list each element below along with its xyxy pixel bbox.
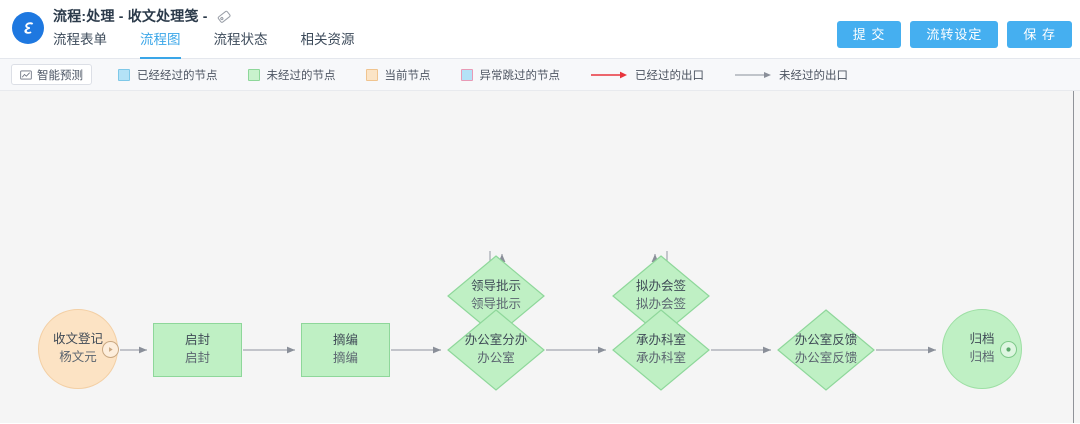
legend-label-not-passed-exit: 未经过的出口 (779, 69, 848, 82)
smart-prediction-label: 智能预测 (37, 69, 83, 82)
flow-node-shouwendengji[interactable]: 收文登记 杨文元 (38, 309, 118, 389)
tab-process-status[interactable]: 流程状态 (213, 32, 268, 47)
header-actions: 提 交 流转设定 保 存 (836, 21, 1072, 48)
node-subtitle: 杨文元 (59, 350, 97, 364)
legend-label-passed: 已经经过的节点 (137, 69, 218, 82)
app-header: 流程:处理 - 收文处理笺 - 流程表单 流程图 流程状态 相关资源 提 交 流… (0, 0, 1080, 59)
tag-icon[interactable] (217, 8, 233, 24)
submit-button[interactable]: 提 交 (836, 21, 902, 48)
flow-node-bangongshifenban[interactable]: 办公室分办 办公室 (447, 309, 545, 391)
node-subtitle: 启封 (184, 351, 210, 365)
legend-item-skipped-node: 异常跳过的节点 (460, 67, 561, 83)
legend-swatch-current (365, 68, 378, 81)
flow-node-bangongshifankui[interactable]: 办公室反馈 办公室反馈 (777, 309, 875, 391)
routing-settings-button[interactable]: 流转设定 (910, 21, 999, 48)
legend-label-skipped: 异常跳过的节点 (479, 69, 561, 82)
node-title: 摘编 (332, 333, 358, 347)
diamond-shape (447, 309, 545, 391)
node-end-target-icon[interactable] (1000, 341, 1017, 358)
flow-node-qifeng[interactable]: 启封 启封 (153, 323, 242, 377)
legend-label-current: 当前节点 (384, 69, 431, 82)
diamond-shape (612, 309, 710, 391)
legend-swatch-not-passed (247, 68, 260, 81)
node-start-play-icon[interactable] (102, 341, 119, 358)
tab-related-resources[interactable]: 相关资源 (300, 32, 355, 47)
legend-label-not-passed: 未经过的节点 (266, 69, 336, 82)
node-title: 归档 (969, 332, 995, 346)
legend-item-passed-exit: 已经过的出口 (590, 67, 704, 83)
tab-bar: 流程表单 流程图 流程状态 相关资源 (53, 27, 388, 59)
diamond-shape (777, 309, 875, 391)
legend-item-current-node: 当前节点 (365, 67, 431, 83)
legend-label-passed-exit: 已经过的出口 (635, 69, 704, 82)
legend-bar: 智能预测 已经经过的节点 未经过的节点 当前节点 异常跳过的节点 (0, 59, 1080, 91)
page-title-row: 流程:处理 - 收文处理笺 - (53, 6, 233, 26)
legend-item-not-passed-exit: 未经过的出口 (734, 67, 848, 83)
diagram-canvas[interactable]: 收文登记 杨文元 启封 启封 摘编 摘编 领导批示 领导批示 (0, 91, 1080, 423)
legend-arrow-passed (590, 70, 628, 80)
node-subtitle: 归档 (969, 350, 995, 364)
legend-arrow-not-passed (734, 70, 772, 80)
flow-node-guidang[interactable]: 归档 归档 (942, 309, 1022, 389)
legend-item-passed-node: 已经经过的节点 (118, 67, 218, 83)
prediction-chart-icon (20, 69, 32, 81)
node-subtitle: 摘编 (332, 351, 358, 365)
flow-node-chengbankeshi[interactable]: 承办科室 承办科室 (612, 309, 710, 391)
diagram-canvas-inner[interactable]: 收文登记 杨文元 启封 启封 摘编 摘编 领导批示 领导批示 (0, 91, 1074, 423)
save-button[interactable]: 保 存 (1007, 21, 1072, 48)
tab-process-diagram[interactable]: 流程图 (140, 28, 181, 59)
legend-items: 已经经过的节点 未经过的节点 当前节点 异常跳过的节点 已经过的出口 (118, 67, 878, 83)
node-title: 启封 (184, 333, 210, 347)
legend-swatch-passed (118, 68, 130, 81)
flow-node-zhaibian[interactable]: 摘编 摘编 (301, 323, 390, 377)
tab-process-form[interactable]: 流程表单 (53, 32, 107, 47)
legend-swatch-skipped (460, 68, 473, 81)
smart-prediction-button[interactable]: 智能预测 (11, 64, 92, 85)
legend-item-not-passed-node: 未经过的节点 (247, 67, 336, 83)
page-title: 流程:处理 - 收文处理笺 - (53, 8, 208, 24)
app-logo-icon[interactable] (12, 12, 44, 44)
node-title: 收文登记 (52, 332, 103, 346)
